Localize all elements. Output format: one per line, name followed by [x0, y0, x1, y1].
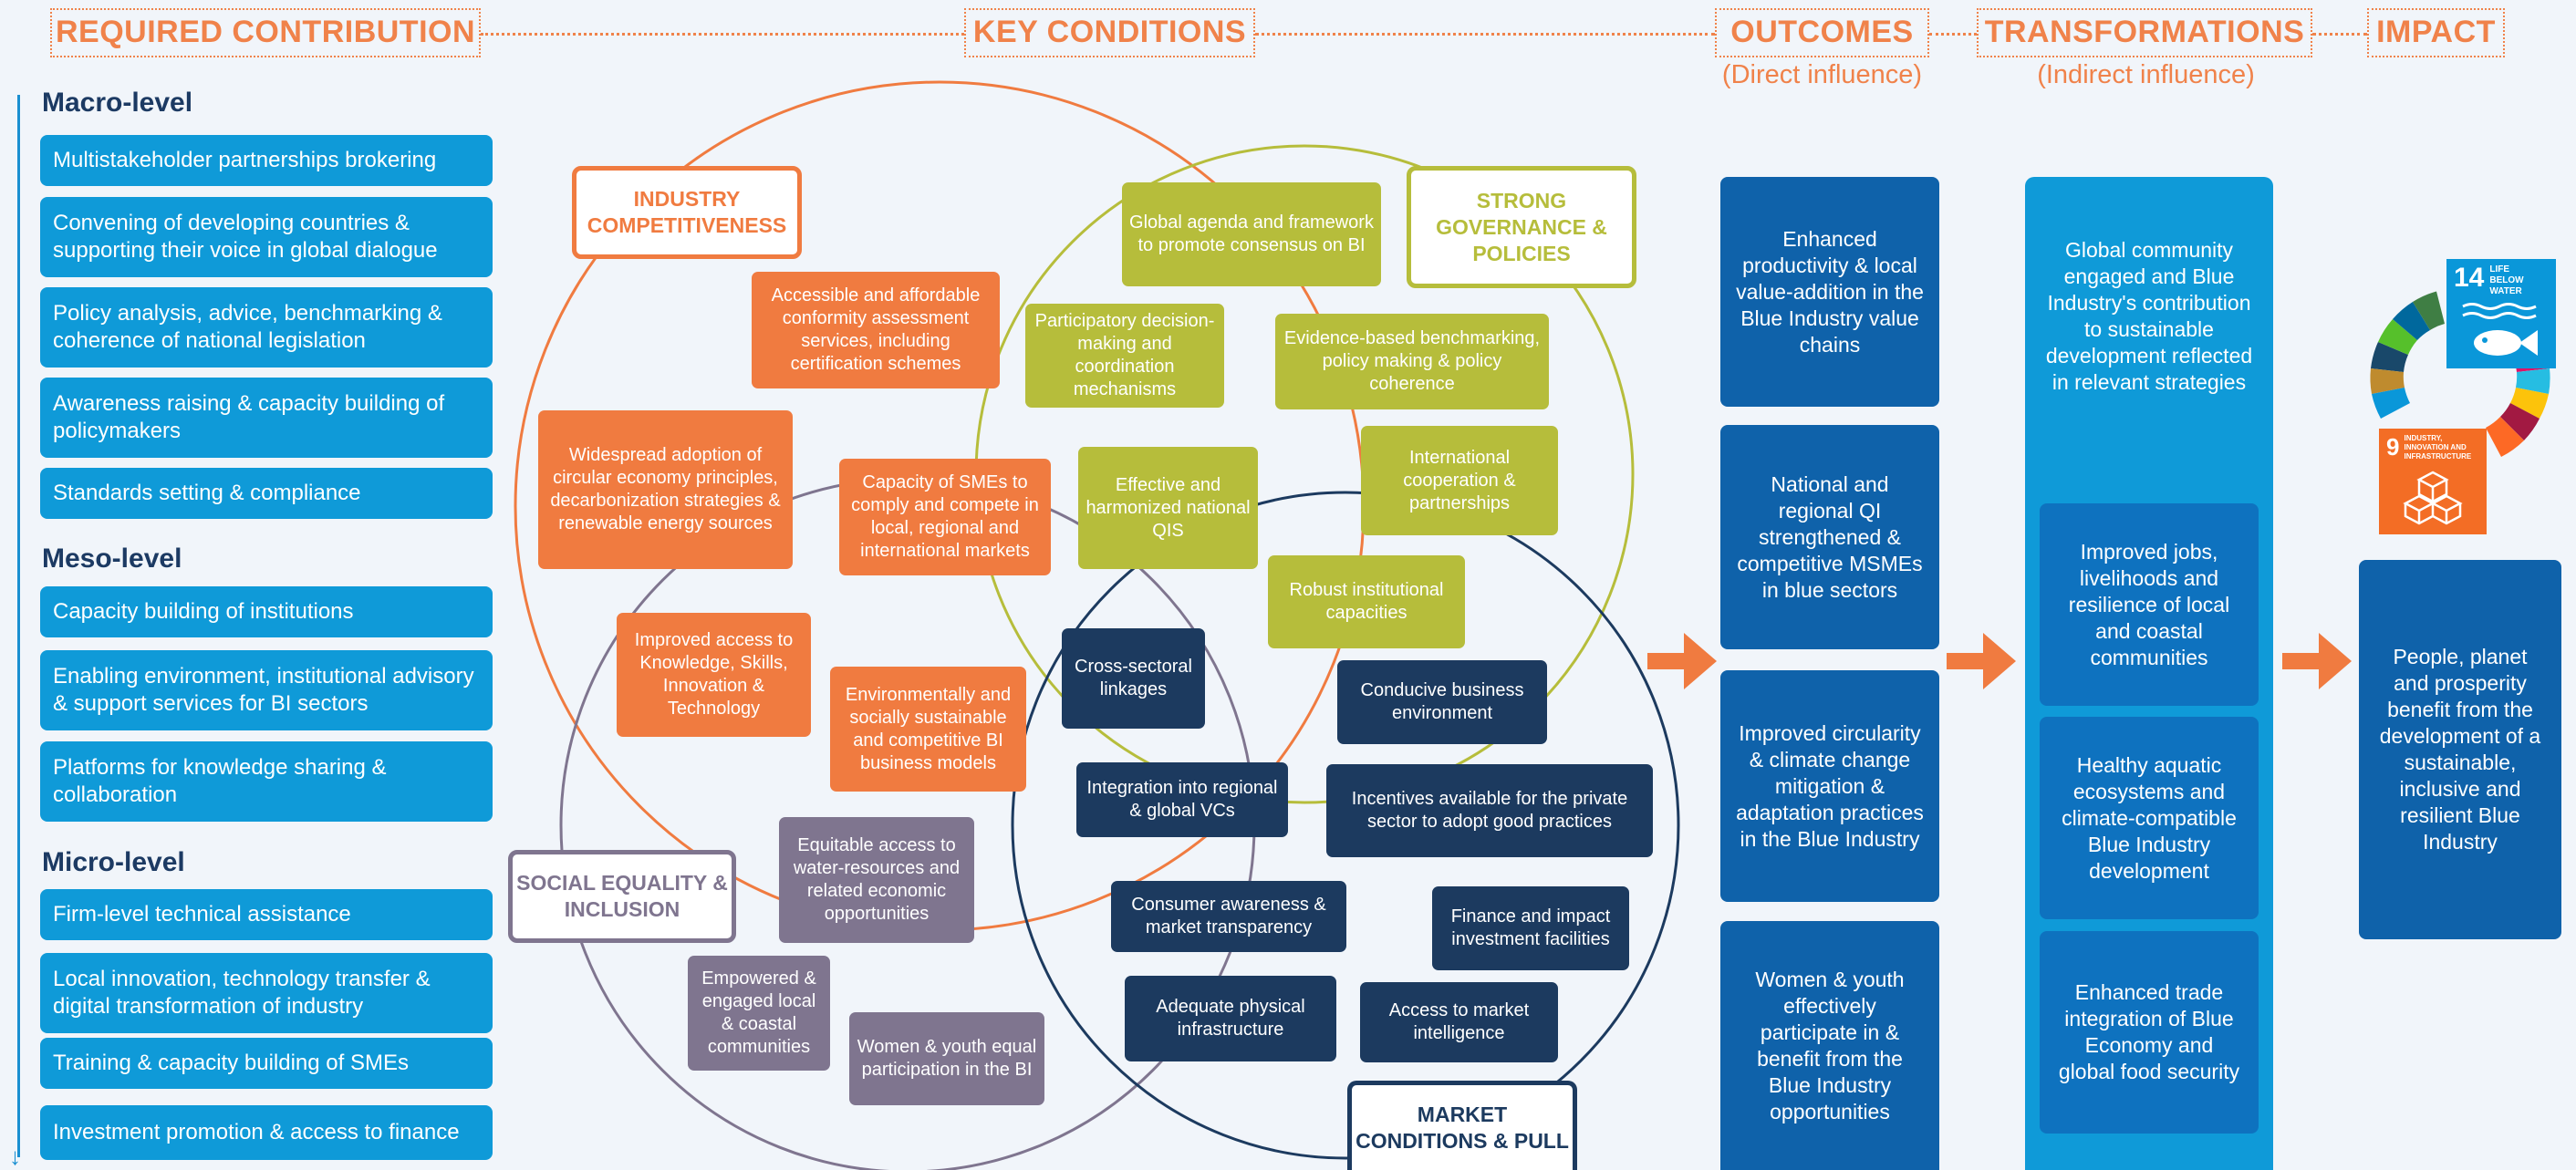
fish-icon	[2462, 303, 2538, 356]
condition-cross-sectoral: Cross-sectoral linkages	[1062, 628, 1205, 729]
strong-governance-title: STRONG GOVERNANCE & POLICIES	[1407, 166, 1636, 288]
condition-consumer-awareness: Consumer awareness & market transparency	[1111, 881, 1346, 952]
arrow-right-icon	[1647, 633, 1717, 689]
contribution-item: Multistakeholder partnerships brokering	[40, 135, 493, 186]
outcome-box: National and regional QI strengthened & …	[1720, 425, 1939, 649]
condition-international: International cooperation & partnerships	[1361, 426, 1558, 535]
transformation-global-community: Global community engaged and Blue Indust…	[2045, 238, 2253, 394]
header-key-conditions: KEY CONDITIONS	[964, 8, 1255, 57]
transformation-box: Healthy aquatic ecosystems and climate-c…	[2040, 717, 2259, 919]
contribution-item: Policy analysis, advice, benchmarking & …	[40, 287, 493, 368]
sdg-9-number: 9	[2386, 433, 2400, 461]
sdg-14-label: LIFE BELOW WATER	[2489, 264, 2524, 296]
cubes-icon	[2403, 471, 2463, 525]
macro-level-title: Macro-level	[42, 88, 193, 118]
condition-knowledge: Improved access to Knowledge, Skills, In…	[617, 613, 811, 737]
header-connector	[1255, 33, 1715, 36]
condition-infrastructure: Adequate physical infrastructure	[1125, 976, 1336, 1061]
condition-evidence-based: Evidence-based benchmarking, policy maki…	[1275, 314, 1549, 409]
contribution-item: Firm-level technical assistance	[40, 889, 493, 940]
condition-conformity: Accessible and affordable conformity ass…	[752, 272, 1000, 388]
condition-participatory: Participatory decision-making and coordi…	[1025, 304, 1224, 408]
outcome-box: Women & youth effectively participate in…	[1720, 921, 1939, 1170]
header-transformations: TRANSFORMATIONS	[1977, 8, 2312, 57]
condition-women-youth: Women & youth equal participation in the…	[849, 1012, 1044, 1105]
contribution-item: Enabling environment, institutional advi…	[40, 650, 493, 730]
sdg-9-label: INDUSTRY, INNOVATION AND INFRASTRUCTURE	[2404, 434, 2472, 461]
social-equality-title: SOCIAL EQUALITY & INCLUSION	[508, 850, 736, 943]
contribution-item: Platforms for knowledge sharing & collab…	[40, 741, 493, 822]
market-circle	[1011, 491, 1680, 1160]
condition-qis: Effective and harmonized national QIS	[1078, 447, 1258, 569]
condition-finance: Finance and impact investment facilities	[1432, 886, 1629, 970]
transformation-box: Enhanced trade integration of Blue Econo…	[2040, 931, 2259, 1134]
header-impact: IMPACT	[2367, 8, 2505, 57]
condition-robust-capacities: Robust institutional capacities	[1268, 555, 1465, 648]
condition-empowered-communities: Empowered & engaged local & coastal comm…	[688, 956, 830, 1071]
level-axis	[17, 95, 20, 1157]
condition-incentives: Incentives available for the private sec…	[1326, 764, 1653, 857]
meso-level-title: Meso-level	[42, 544, 182, 574]
arrow-right-icon	[1947, 633, 2016, 689]
condition-circular-economy: Widespread adoption of circular economy …	[538, 410, 793, 569]
condition-water-access: Equitable access to water-resources and …	[779, 817, 974, 943]
sdg-14-icon: 14 LIFE BELOW WATER	[2446, 259, 2556, 368]
impact-box: People, planet and prosperity benefit fr…	[2359, 560, 2561, 939]
contribution-item: Training & capacity building of SMEs	[40, 1038, 493, 1089]
market-conditions-title: MARKET CONDITIONS & PULL	[1347, 1081, 1577, 1170]
header-connector	[1929, 33, 1977, 36]
header-connector	[2312, 33, 2367, 36]
outcomes-subtitle: (Direct influence)	[1721, 60, 1923, 89]
sdg-14-number: 14	[2454, 263, 2485, 293]
industry-competitiveness-title: INDUSTRY COMPETITIVENESS	[572, 166, 802, 259]
condition-sme-capacity: Capacity of SMEs to comply and compete i…	[839, 459, 1051, 575]
arrow-right-icon	[2282, 633, 2352, 689]
micro-level-title: Micro-level	[42, 847, 185, 877]
condition-conducive-environment: Conducive business environment	[1337, 660, 1547, 744]
header-connector	[481, 33, 964, 36]
contribution-item: Local innovation, technology transfer & …	[40, 953, 493, 1033]
condition-global-agenda: Global agenda and framework to promote c…	[1122, 182, 1381, 286]
condition-market-intelligence: Access to market intelligence	[1360, 982, 1558, 1062]
header-outcomes: OUTCOMES	[1715, 8, 1929, 57]
condition-sustainable-models: Environmentally and socially sustainable…	[830, 667, 1026, 792]
header-required-contribution: REQUIRED CONTRIBUTION	[50, 8, 481, 57]
contribution-item: Standards setting & compliance	[40, 468, 493, 519]
contribution-item: Awareness raising & capacity building of…	[40, 378, 493, 458]
transformations-subtitle: (Indirect influence)	[2037, 60, 2255, 89]
condition-integration-vcs: Integration into regional & global VCs	[1076, 762, 1288, 837]
transformation-box: Improved jobs, livelihoods and resilienc…	[2040, 503, 2259, 706]
contribution-item: Convening of developing countries & supp…	[40, 197, 493, 277]
sdg-9-icon: 9 INDUSTRY, INNOVATION AND INFRASTRUCTUR…	[2379, 429, 2487, 534]
axis-arrow-icon: ↓	[9, 1143, 21, 1170]
outcome-box: Improved circularity & climate change mi…	[1720, 670, 1939, 902]
outcome-box: Enhanced productivity & local value-addi…	[1720, 177, 1939, 407]
contribution-item: Investment promotion & access to finance	[40, 1105, 493, 1160]
contribution-item: Capacity building of institutions	[40, 586, 493, 637]
